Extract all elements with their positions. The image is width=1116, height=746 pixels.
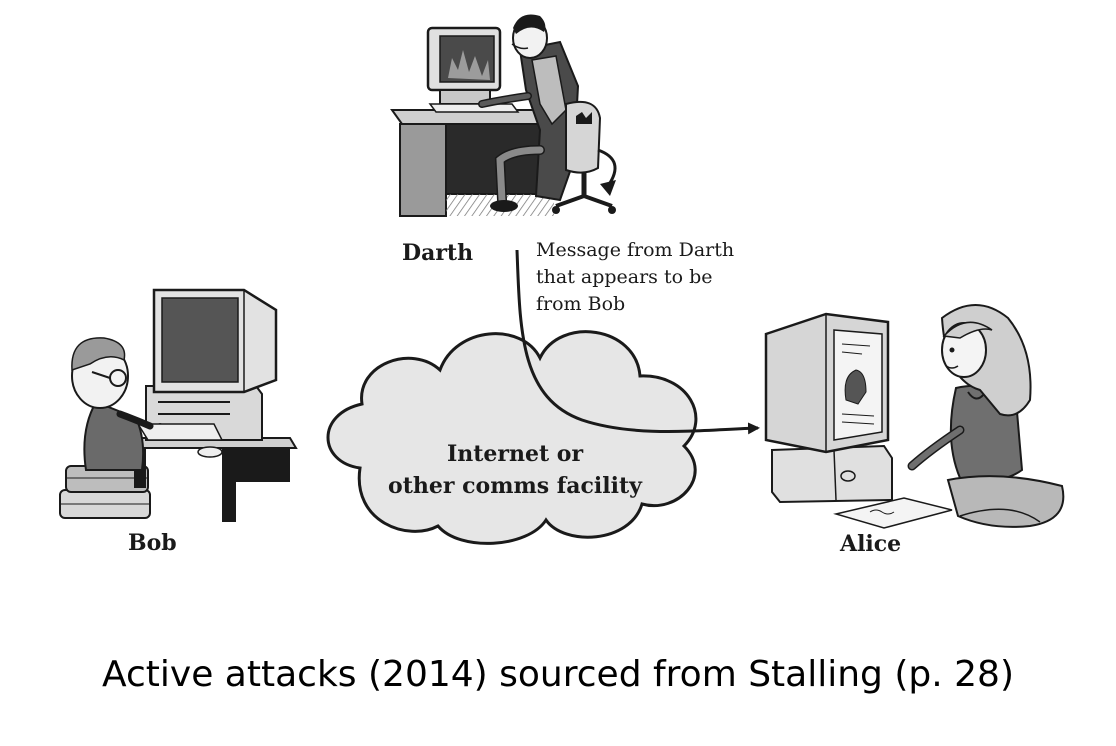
- darth-label: Darth: [402, 240, 474, 266]
- message-annotation-line: that appears to be: [536, 266, 713, 288]
- network-cloud: [326, 330, 698, 545]
- network-label-line: Internet or: [446, 441, 584, 467]
- message-annotation: Message from Darth that appears to be fr…: [536, 237, 734, 318]
- alice-label: Alice: [840, 531, 902, 557]
- network-label-line: other comms facility: [388, 473, 642, 499]
- alice-illustration: [764, 304, 1065, 529]
- bob-label: Bob: [128, 530, 177, 556]
- message-annotation-line: Message from Darth: [536, 239, 735, 261]
- spoofed-message-arrow: [515, 249, 760, 435]
- message-annotation-line: from Bob: [536, 293, 626, 315]
- bob-illustration: [59, 288, 298, 522]
- figure-caption: Active attacks (2014) sourced from Stall…: [102, 654, 1014, 695]
- darth-illustration: [390, 14, 617, 217]
- network-label: Internet or other comms facility: [370, 438, 660, 502]
